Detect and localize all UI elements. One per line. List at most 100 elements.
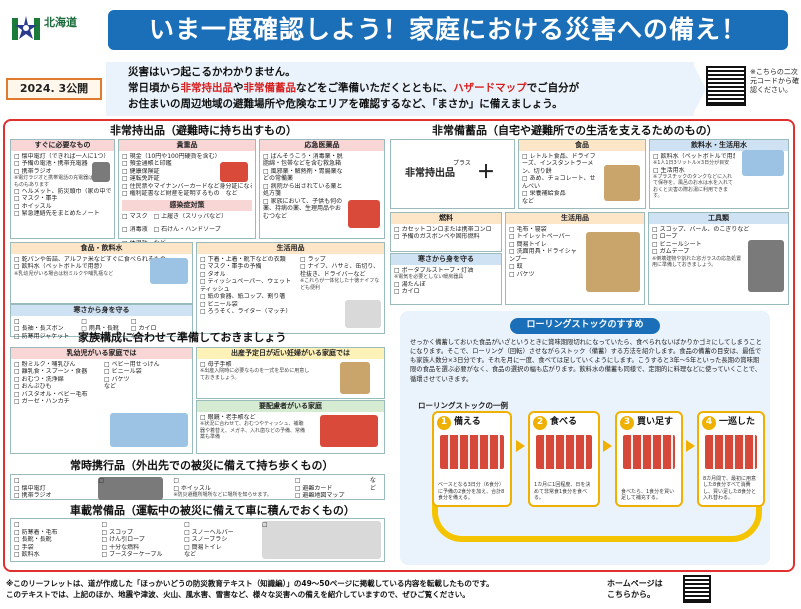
list-item: ビニール袋 — [200, 301, 294, 309]
note-text: ※倒壊建物や割れた窓ガラスの応急処置用に準備しておきましょう。 — [652, 255, 742, 268]
list-item: 携帯ラジオ — [14, 168, 111, 176]
list-item: 簡易トイレ — [184, 544, 254, 552]
step-text: 8カ月間で、最初に用意した8食分すべて消費し、買い足した8食分と入れ替わる。 — [703, 476, 757, 501]
list-item: レトルト食品、ドライフーズ、インスタントラーメン、切り餅 — [522, 153, 600, 176]
valuables-illustration — [220, 162, 248, 182]
list-item: 避難カード — [295, 485, 360, 493]
maternal-handbook-illustration — [340, 362, 370, 394]
list-item: 毛布・寝袋 — [509, 226, 581, 234]
list-item: 飲料水 — [14, 551, 94, 559]
intro-line-1: 災害はいつ起こるかわかりません。 — [128, 66, 296, 78]
note-text: ※電灯ラジオと携帯電話の充電器は兼用のものもあります — [14, 175, 109, 188]
list-item: バケツ — [509, 271, 581, 279]
step-number: 3 — [620, 416, 634, 430]
note-text: ※状況に合わせて、おむつやティッシュ、補聴器や着替え、メガネ、入れ歯などの予備、… — [200, 421, 306, 440]
list-item: 予備のガスボンベや固形燃料 — [394, 233, 498, 241]
baby-goods-illustration — [110, 413, 188, 447]
infection-title: 感染症対策 — [122, 199, 252, 211]
list-item: スコップ — [102, 529, 177, 537]
list-item: スノーヘルパー — [184, 529, 254, 537]
list-item: 湯たんぽ — [394, 281, 498, 289]
daily-goods-illustration — [345, 300, 381, 328]
first-aid-title: 応急医薬品 — [260, 140, 384, 151]
food-water-box: 食品・飲料水 乾パンや缶詰、アルファ米などすぐに食べられるもの 飲料水（ペットボ… — [10, 242, 193, 304]
list-item: ホイッスル — [173, 485, 284, 493]
daily-goods-title: 生活用品 — [197, 243, 384, 254]
step-label: 備える — [454, 417, 481, 427]
hazard-map-qr-code[interactable] — [706, 66, 746, 106]
list-item: ロープ — [652, 233, 785, 241]
list-item: ガーゼ・ハンカチ — [14, 398, 98, 406]
list-item: 現金（10円や100円硬貨を含む） — [122, 153, 252, 161]
hokkaido-emblem-icon — [12, 16, 40, 40]
list-item: 懐中電灯（できれば一人に1つ） — [14, 153, 111, 161]
more-text: など — [184, 551, 197, 558]
list-item: 防寒用ジャケット — [14, 333, 70, 341]
list-item: 雨具・長靴 — [81, 325, 119, 333]
list-item: あめ、チョコレート、せんべい — [522, 175, 600, 190]
list-item: 簡易トイレ — [509, 241, 581, 249]
list-item: 風邪薬・解熱剤・胃腸薬などの常備薬 — [263, 168, 345, 183]
rolling-stock-title: ローリングストックのすすめ — [510, 318, 660, 334]
car-items-box: 防寒着・毛布 長靴・長靴 手袋 飲料水 スコップ けん引ロープ 十分な燃料 ブー… — [10, 518, 385, 562]
note-text: ※1人1日3リットル×3日分が目安 — [653, 160, 730, 167]
cold-protection-box: 寒さから身を守る 長袖・長ズボン 防寒用ジャケット 雨具・長靴 手袋 カイロ な… — [10, 304, 193, 340]
list-item: ホイッスル — [14, 203, 111, 211]
list-item: ろうそく、ライター（マッチ） — [200, 308, 294, 316]
rotation-loop-arrow — [432, 498, 762, 542]
list-item: 洗面用具・ドライシャンプー — [509, 248, 581, 263]
plus-icon: ＋ — [477, 162, 495, 183]
list-item: タオル — [200, 271, 294, 279]
pregnant-title: 出産予定日が近い妊婦がいる家庭では — [197, 348, 384, 359]
homepage-label: ホームページは こちらから。 — [607, 579, 663, 600]
list-item: 粉ミルク・哺乳びん — [14, 361, 98, 369]
flashlight-radio-illustration — [92, 162, 110, 182]
cans-illustration — [536, 435, 592, 469]
homepage-qr-code[interactable] — [683, 575, 711, 603]
list-item: 家族において、子供も何の薬、持病の薬、生理用品やおむつなど — [263, 198, 345, 221]
list-item: ヘルメット、防災頭巾（家の中でも使えるものを用意） — [14, 188, 111, 196]
more-text: など — [522, 197, 535, 205]
list-item: スコップ、バール、のこぎりなど — [652, 226, 785, 234]
plus-label: プラス — [453, 160, 471, 167]
blanket-illustration — [586, 232, 640, 292]
arrow-right-icon — [603, 440, 612, 452]
step-2-eat: 2 食べる 1カ月に1回程度、日を決めて非常食1食分を食べる。 — [528, 411, 600, 507]
note-text: ※プラスチックのタンクなどに入れて保存を。風呂のお水は水を入れておくと災害の際お… — [653, 174, 733, 199]
note-text: ※出産入院時に必要なものを一式を早めに用意しておきましょう。 — [200, 368, 310, 381]
list-item: 離乳食・スプーン・食器 — [14, 368, 98, 376]
list-item: ポータブルストーブ・灯油 — [394, 267, 498, 275]
main-frame — [3, 119, 795, 572]
step-4-cycle: 4 一巡した 8カ月間で、最初に用意した8食分すべて消費し、買い足した8食分と入… — [697, 411, 765, 507]
valuables-title: 貴重品 — [119, 140, 255, 151]
list-item: バケツ — [104, 376, 178, 384]
list-item: 紙の食器、紙コップ、割り箸 — [200, 293, 294, 301]
list-item: けん引ロープ — [102, 536, 177, 544]
list-item: 住民票やマイナンバーカードなど身分証になるもの — [122, 183, 252, 191]
more-text: など — [104, 383, 117, 391]
step-text: 1カ月に1回程度、日を決めて非常食1食分を食べる。 — [534, 482, 591, 501]
list-item: ガムテープ — [652, 248, 785, 256]
list-item: 飲料水（ペットボトルで用意） — [14, 263, 189, 271]
more-text: など — [130, 332, 143, 340]
step-number: 2 — [533, 416, 547, 430]
list-item: カイロ — [394, 288, 498, 296]
list-item: 長靴・長靴 — [14, 536, 94, 544]
flashlight-illustration — [98, 477, 164, 500]
list-item: 蚊 — [509, 263, 581, 271]
note-text: ※乳幼児がいる場合は粉ミルクや哺乳瓶など — [14, 270, 114, 277]
step-label: 買い足す — [637, 417, 674, 427]
step-text: ベースとなる3日分（6食分）に予備の2食分を加え、合計8食分を備える。 — [438, 482, 505, 501]
note-text: ※電気を必要としない暖房器具 — [394, 274, 464, 281]
list-item: 防寒着・毛布 — [14, 529, 94, 537]
list-item: ラップ — [300, 256, 380, 264]
prefecture-name: 北海道 — [44, 16, 77, 29]
list-item: 飲料水（ペットボトルで用意） — [653, 153, 735, 161]
list-item: バスタオル・ベビー毛布 — [14, 391, 98, 399]
emergency-plus-box: プラス 非常持出品 ＋ — [390, 139, 515, 209]
list-item: 石けん・ハンドソープ — [154, 226, 221, 234]
valuables-box: 貴重品 現金（10円や100円硬貨を含む） 預金通帳と印鑑 健康保険証 運転免許… — [118, 139, 256, 247]
list-item: 下着・上着・靴下などの衣類 — [200, 256, 294, 264]
list-item: 十分な燃料 — [102, 544, 177, 552]
stock-daily-title: 生活用品 — [506, 213, 644, 224]
